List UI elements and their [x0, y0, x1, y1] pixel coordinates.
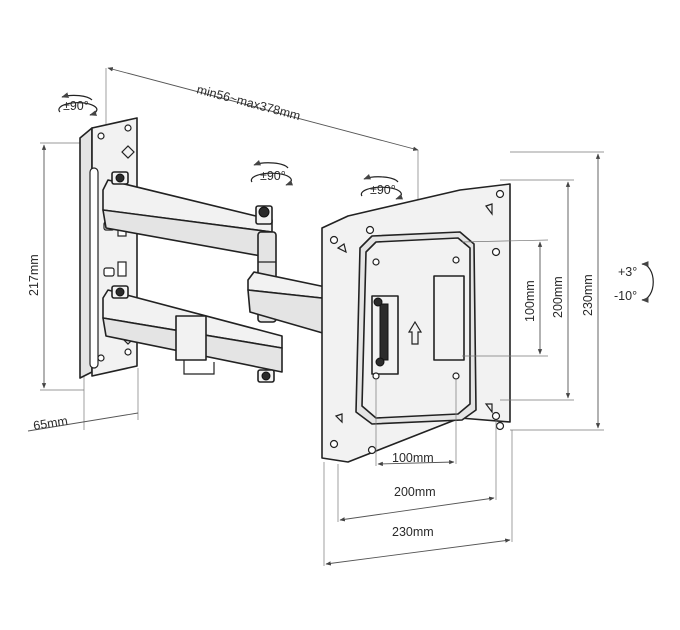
vesa-vertical-dimensions: 100mm 200mm 230mm — [461, 151, 604, 431]
vesa-big-vertical-label: 230mm — [581, 274, 595, 316]
reach-label: min56~max378mm — [195, 82, 302, 123]
vesa-horizontal-dimensions: 100mm 200mm 230mm — [323, 380, 513, 566]
swivel-wall-indicator: ±90° — [58, 92, 98, 116]
tilt-indicator: +3° -10° — [614, 261, 654, 303]
vesa-small-vertical-label: 100mm — [523, 280, 537, 322]
upper-arm — [102, 171, 273, 259]
rotate-arrow-icon — [250, 160, 294, 186]
lower-arm — [102, 285, 283, 383]
tilt-down-label: -10° — [614, 289, 637, 303]
vesa-big-horizontal-label: 230mm — [392, 525, 434, 539]
swivel-plate-label: ±90° — [370, 183, 396, 197]
swivel-wall-label: ±90° — [63, 99, 89, 113]
swivel-arm-label: ±90° — [260, 169, 286, 183]
up-arrow-icon — [407, 320, 423, 345]
swivel-plate-indicator: ±90° — [360, 174, 404, 200]
vesa-mid-vertical-label: 200mm — [551, 276, 565, 318]
tilt-arrow-icon — [641, 261, 654, 303]
tv-plate — [321, 183, 511, 463]
depth-label: 65mm — [32, 414, 68, 433]
height-dimension: 217mm — [27, 142, 84, 391]
tilt-up-label: +3° — [618, 265, 637, 279]
swivel-arm-indicator: ±90° — [250, 160, 294, 186]
rotate-arrow-icon — [58, 92, 98, 116]
rotate-arrow-icon — [360, 174, 404, 200]
vesa-small-horizontal-label: 100mm — [392, 451, 434, 465]
depth-dimension: 65mm — [27, 368, 139, 433]
height-label: 217mm — [27, 254, 41, 296]
vesa-mid-horizontal-label: 200mm — [394, 485, 436, 499]
